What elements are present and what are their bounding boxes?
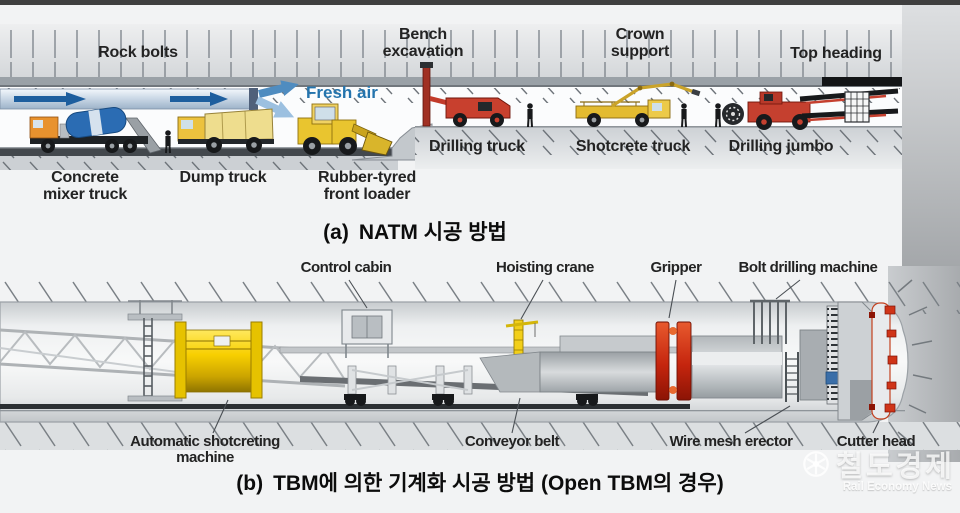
gripper-graphic <box>655 321 692 401</box>
label-drilling-truck: Drilling truck <box>429 138 525 155</box>
bolt-drilling-machine-graphic <box>750 299 790 344</box>
label-concrete-mixer-truck: Concrete mixer truck <box>42 169 128 203</box>
label-wire-mesh-erector: Wire mesh erector <box>669 433 793 450</box>
label-rubber-tyred-front-loader: Rubber-tyred front loader <box>317 169 417 203</box>
label-bench-excavation: Bench excavation <box>382 26 464 60</box>
worker-figure <box>165 130 171 154</box>
label-conveyor-belt: Conveyor belt <box>464 433 560 450</box>
watermark-korean-text: 철도경제 <box>836 451 955 483</box>
label-drilling-jumbo: Drilling jumbo <box>728 138 834 155</box>
rail-wheel-icon <box>803 451 830 477</box>
drilling-jumbo-graphic <box>722 88 899 130</box>
label-rock-bolts: Rock bolts <box>98 44 178 61</box>
airflow-arrow-icon <box>14 92 228 106</box>
wire-mesh-erector-graphic <box>785 352 799 402</box>
concrete-mixer-truck-graphic <box>29 106 162 154</box>
caption-tbm-text: TBM에 의한 기계화 시공 방법 (Open TBM의 경우) <box>273 472 724 495</box>
cutter-head-graphic <box>799 301 898 421</box>
gantry-bogies <box>344 365 598 406</box>
caption-natm: (a) NATM 시공 방법 <box>0 216 830 246</box>
airflow-branch-arrow-icon <box>255 80 299 118</box>
watermark: 철도경제 Rail Economy News <box>777 443 955 493</box>
label-bolt-drilling-machine: Bolt drilling machine <box>738 259 878 276</box>
label-control-cabin: Control cabin <box>300 259 392 276</box>
label-fresh-air: Fresh air <box>306 83 378 102</box>
right-margin <box>902 5 960 267</box>
dump-truck-graphic <box>177 108 274 153</box>
caption-tbm: (b) TBM에 의한 기계화 시공 방법 (Open TBM의 경우) <box>0 467 960 497</box>
worker-figure <box>527 103 533 128</box>
label-gripper: Gripper <box>650 259 702 276</box>
watermark-english-text: Rail Economy News <box>842 481 952 493</box>
label-shotcrete-truck: Shotcrete truck <box>575 138 691 155</box>
caption-natm-index: (a) <box>323 221 349 244</box>
label-dump-truck: Dump truck <box>179 169 267 186</box>
ventilation-duct <box>0 80 299 118</box>
shotcrete-truck-graphic <box>575 81 701 127</box>
drilling-truck-graphic <box>420 62 511 127</box>
label-top-heading: Top heading <box>790 45 882 62</box>
label-automatic-shotcreting-machine: Automatic shotcreting machine <box>130 433 280 466</box>
worker-figure <box>715 103 721 128</box>
caption-tbm-index: (b) <box>236 472 264 495</box>
top-border-bar <box>0 0 960 5</box>
tbm-diagram-graphic <box>0 266 960 462</box>
label-hoisting-crane: Hoisting crane <box>496 259 594 276</box>
face-rock-ticks <box>897 279 933 445</box>
label-leader-lines <box>212 279 880 434</box>
caption-natm-text: NATM 시공 방법 <box>358 221 507 244</box>
worker-figure <box>681 103 687 128</box>
label-cutter-head: Cutter head <box>836 433 916 450</box>
control-cabin-graphic <box>341 309 393 358</box>
natm-diagram-graphic <box>0 24 905 170</box>
shotcreting-machine-graphic <box>127 300 263 402</box>
label-crown-support: Crown support <box>610 26 670 60</box>
front-loader-graphic <box>297 103 393 156</box>
